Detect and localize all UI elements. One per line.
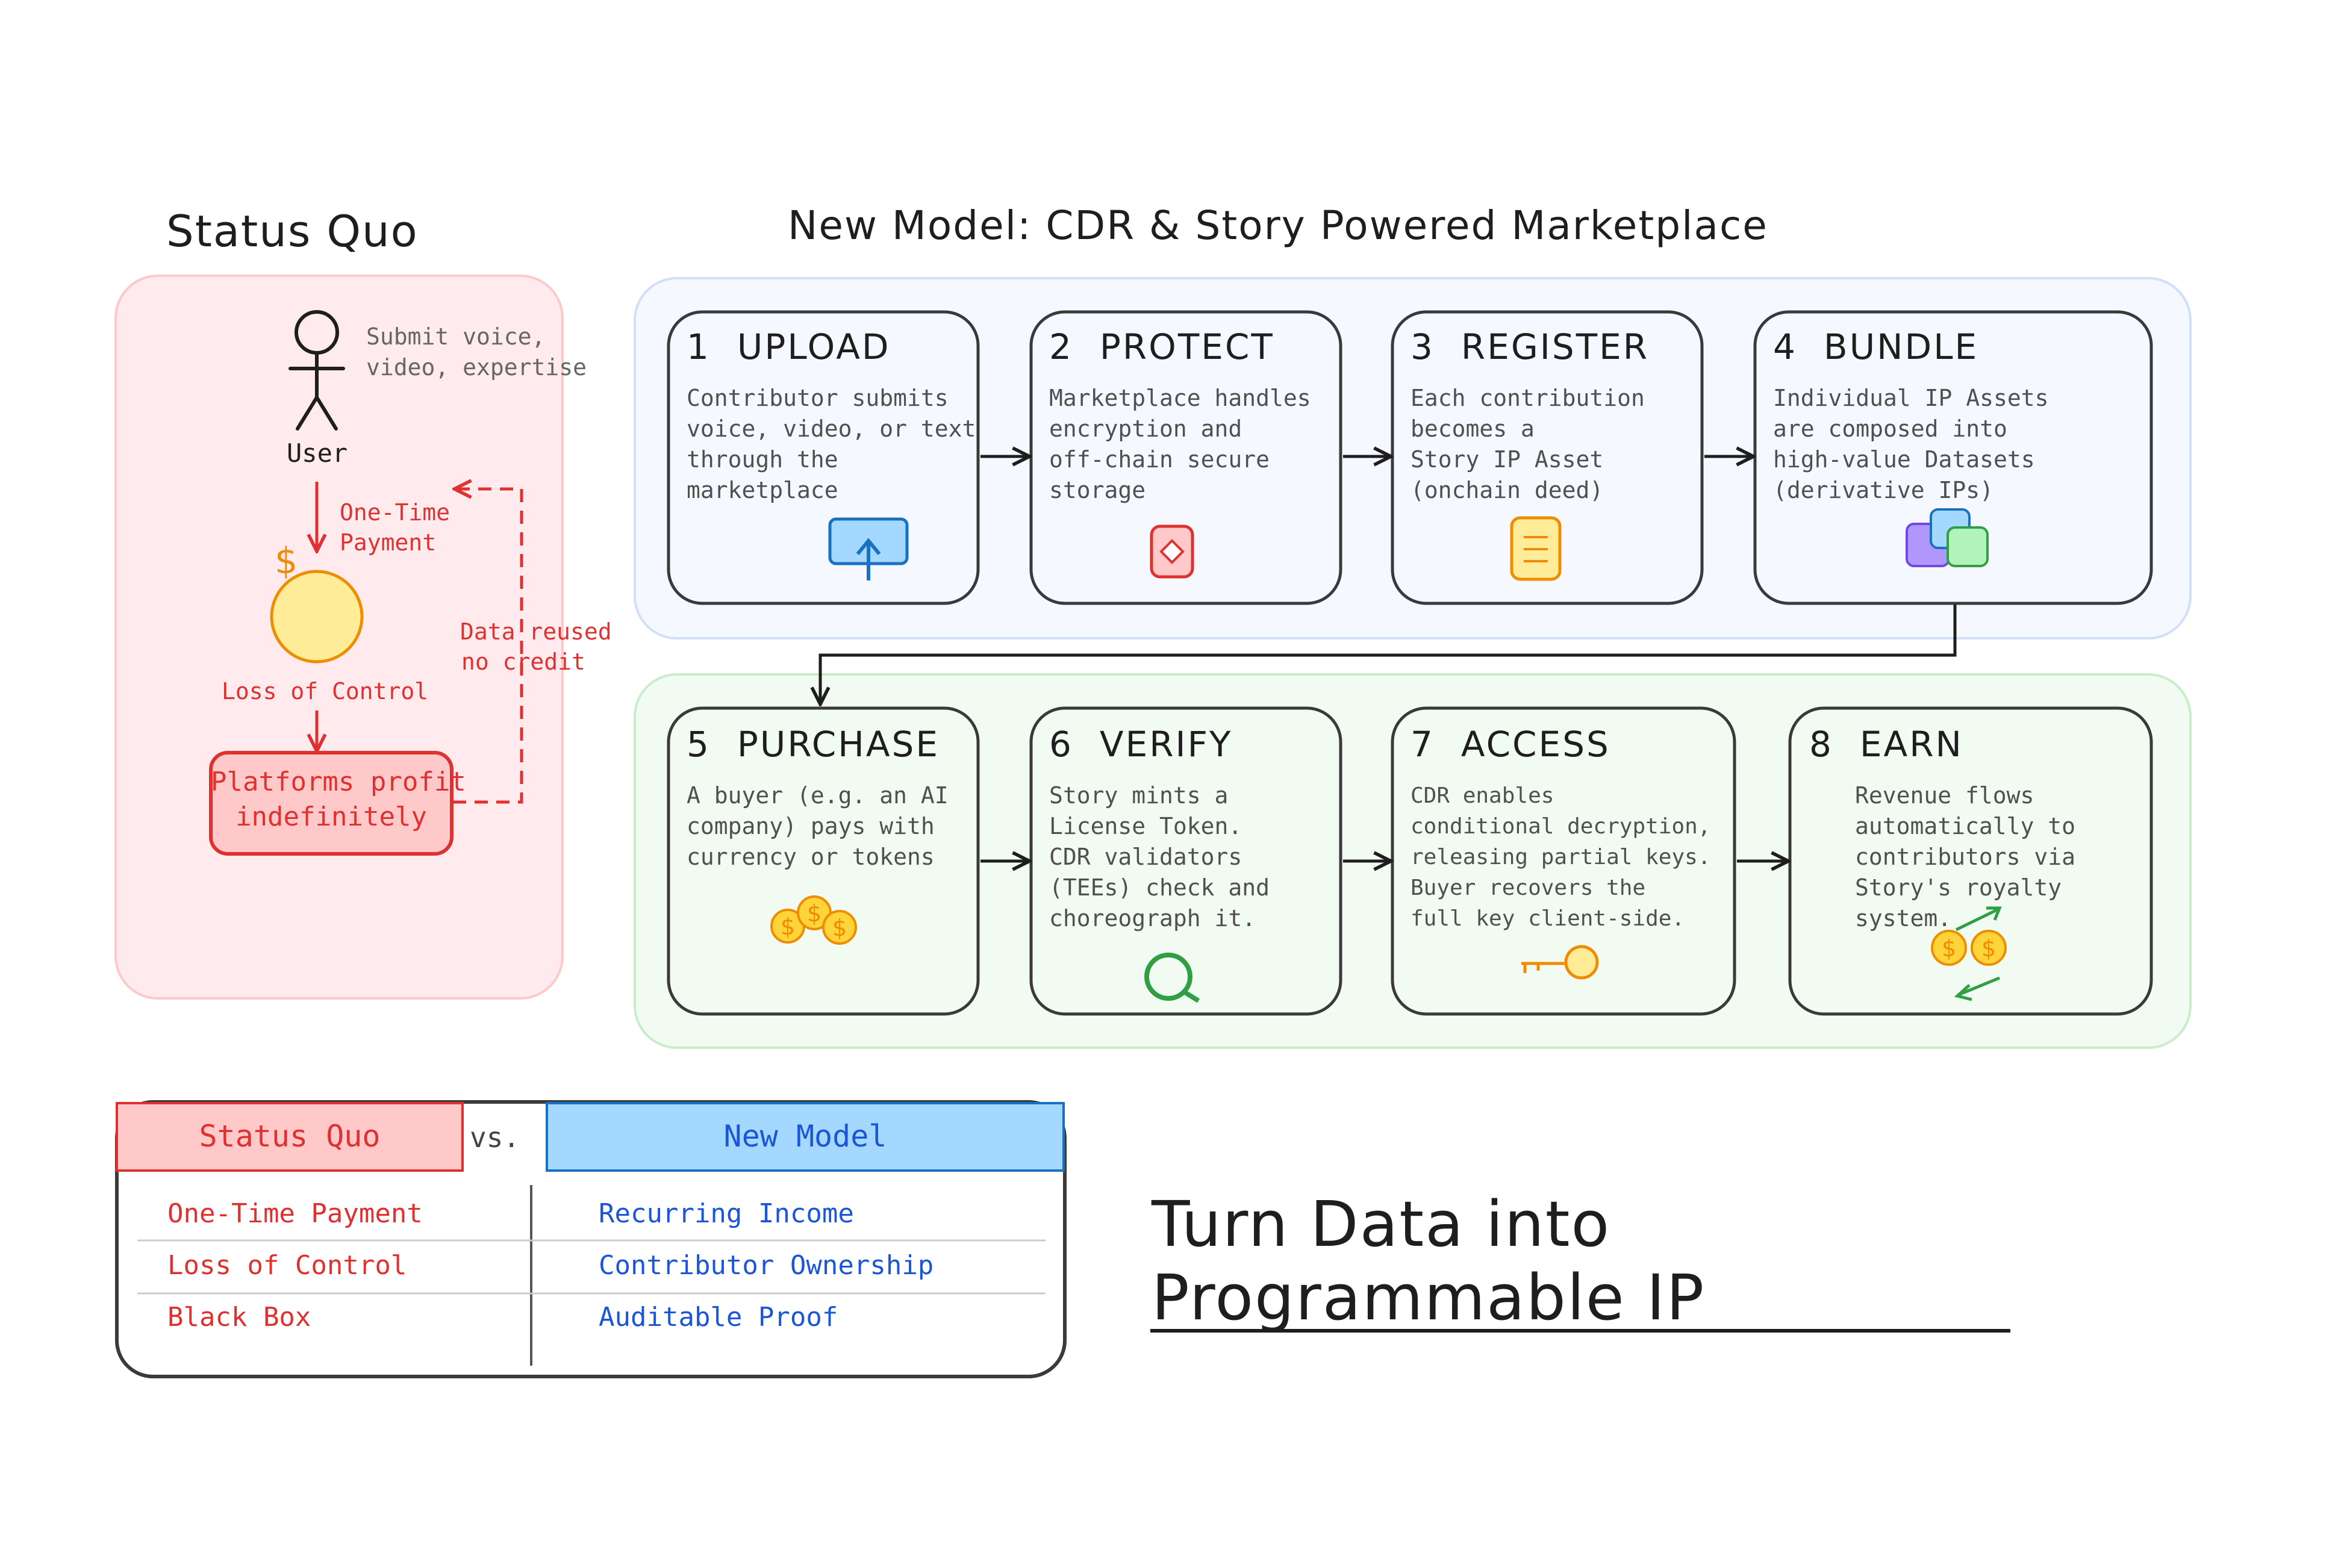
svg-text:$: $ [832, 915, 847, 941]
step-title: EARN [1859, 724, 1963, 765]
deed-icon [1510, 516, 1562, 581]
svg-text:$: $ [1942, 935, 1956, 962]
payment-label: One-Time Payment [340, 499, 450, 556]
comparison-left-item: One-Time Payment [167, 1198, 423, 1229]
magnifier-icon [1144, 953, 1200, 1003]
platforms-box [209, 751, 454, 856]
step-title: UPLOAD [737, 326, 891, 367]
data-reuse-loop [453, 489, 523, 804]
comparison-right-item: Contributor Ownership [599, 1250, 934, 1281]
data-reuse-label: Data reused no credit [460, 618, 612, 675]
user-label: User [287, 438, 348, 468]
new-model-title: New Model: CDR & Story Powered Marketpla… [788, 202, 1768, 249]
royalty-icon: $ $ [1931, 906, 2007, 1001]
comparison-left-title: Status Quo [199, 1119, 381, 1154]
platforms-label: Platforms profit indefinitely [211, 767, 466, 832]
upload-icon [828, 517, 909, 580]
comparison-vs-label: vs. [470, 1121, 520, 1154]
comparison-left-header [116, 1102, 464, 1172]
svg-text:$: $ [275, 540, 298, 582]
coins-icon: $ $ $ [770, 895, 857, 945]
loss-of-control-label: Loss of Control [222, 678, 429, 705]
step-card-5 [667, 706, 980, 1016]
tagline-line-2: Programmable IP [1152, 1261, 1706, 1334]
step-title: BUNDLE [1823, 326, 1979, 367]
lock-icon [1150, 524, 1194, 579]
user-icon [288, 310, 345, 431]
arrow-4-5 [820, 605, 1957, 702]
status-quo-title: Status Quo [166, 206, 419, 257]
tagline-line-1: Turn Data into [1152, 1187, 1611, 1261]
comparison-left-item: Loss of Control [167, 1250, 407, 1281]
step-title: VERIFY [1099, 724, 1233, 765]
comparison-left-item: Black Box [167, 1302, 311, 1333]
comparison-right-item: Auditable Proof [599, 1302, 838, 1333]
user-note: Submit voice, video, expertise [366, 323, 587, 381]
step-title: PROTECT [1099, 326, 1274, 367]
step-title: REGISTER [1460, 326, 1650, 367]
comparison-right-title: New Model [723, 1119, 887, 1154]
step-title: ACCESS [1460, 724, 1610, 765]
svg-text:$: $ [1981, 935, 1996, 962]
comparison-right-header [546, 1102, 1065, 1172]
coin-icon: $ [270, 540, 364, 664]
svg-text:$: $ [807, 900, 821, 927]
svg-text:$: $ [781, 913, 795, 940]
comparison-right-item: Recurring Income [599, 1198, 854, 1229]
step-title: PURCHASE [737, 724, 940, 765]
bundle-icon [1906, 508, 1989, 567]
key-icon [1521, 945, 1599, 980]
